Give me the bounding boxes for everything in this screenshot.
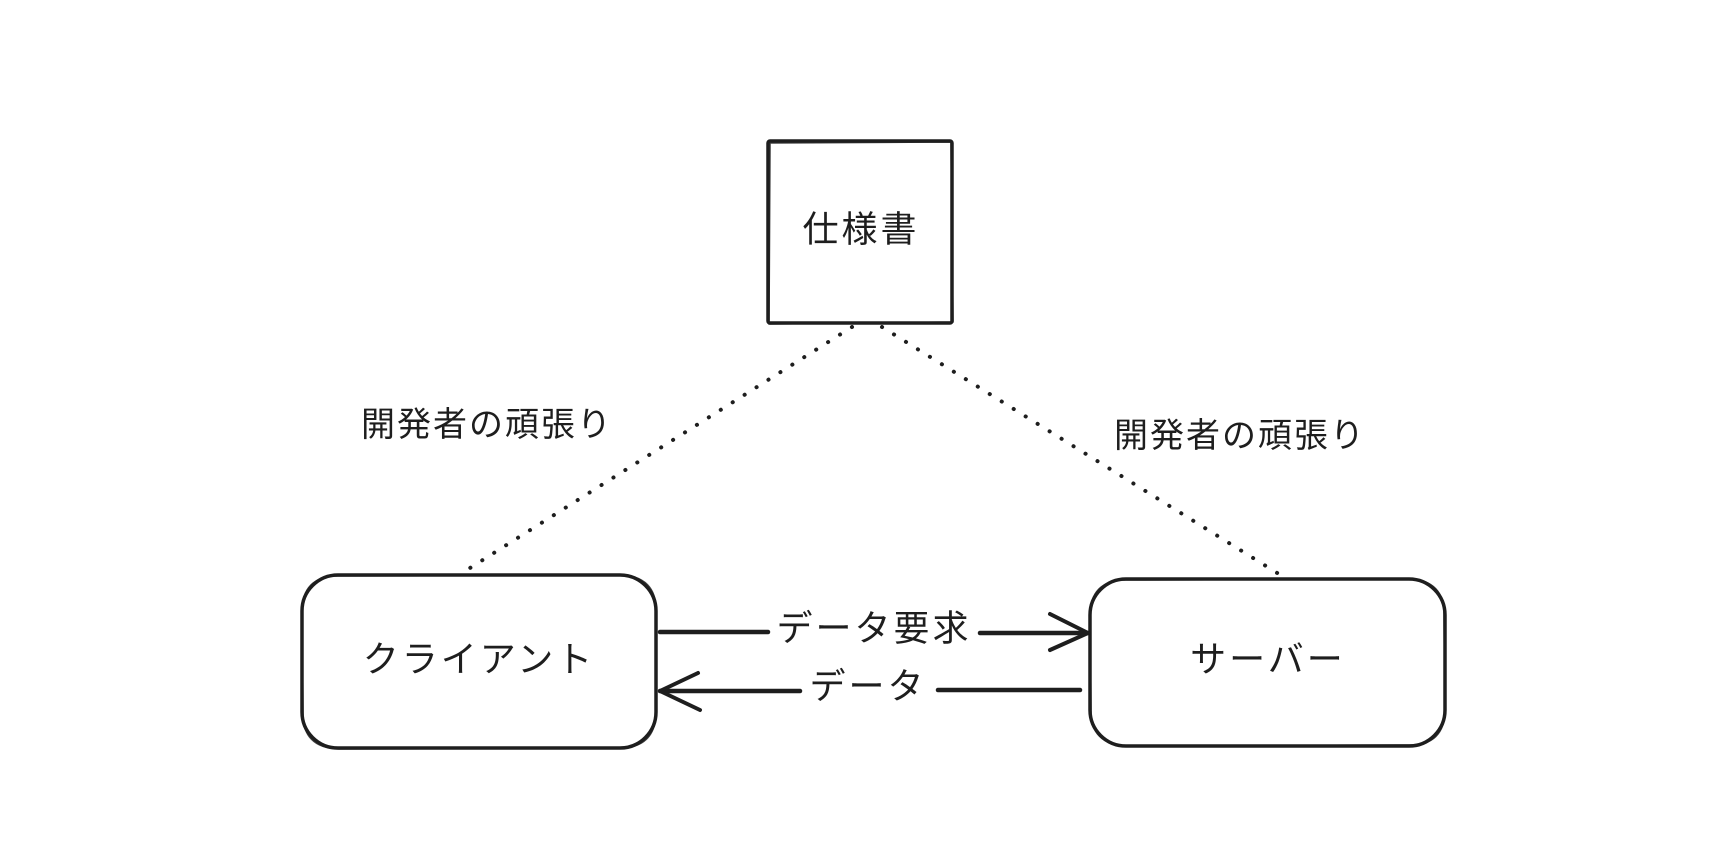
spec-node-label: 仕様書 [802,210,919,251]
left-annotation-label: 開発者の頑張り [361,405,613,445]
response-arrowhead-icon [658,671,702,712]
request-arrowhead-icon [1048,612,1090,652]
server-node-label: サーバー [1190,640,1346,681]
spec-client-dotted-link [468,325,854,570]
request-arrow-label: データ要求 [776,609,971,650]
response-arrow[interactable]: データ [657,667,1083,712]
server-node[interactable]: サーバー [1088,577,1447,748]
response-arrow-label: データ [809,667,926,708]
spec-node[interactable]: 仕様書 [766,139,954,325]
right-annotation-label: 開発者の頑張り [1114,416,1366,456]
client-node[interactable]: クライアント [300,573,658,750]
request-arrow[interactable]: データ要求 [657,609,1091,652]
client-node-label: クライアント [363,640,596,681]
